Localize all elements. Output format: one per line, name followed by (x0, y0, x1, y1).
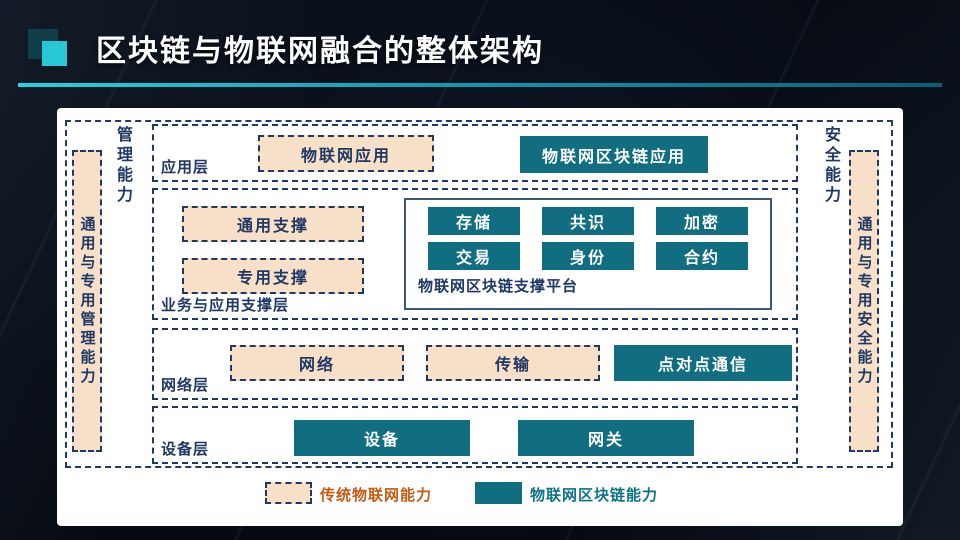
layer-network: 网络 传输 点对点通信 网络层 (152, 328, 798, 400)
security-capability-label: 通用与专用安全能力 (855, 215, 873, 387)
layer-support: 通用支撑 专用支撑 存储 共识 加密 交易 身份 合约 物联网区块链支撑平台 业… (152, 188, 798, 320)
management-capability-label: 通用与专用管理能力 (78, 215, 96, 387)
layer-application-label: 应用层 (161, 159, 210, 176)
platform-cell-grid: 存储 共识 加密 交易 身份 合约 (428, 207, 748, 270)
management-capability-box: 通用与专用管理能力 (72, 150, 102, 452)
legend-blockchain-label: 物联网区块链能力 (530, 487, 659, 504)
layer-network-label: 网络层 (161, 377, 210, 394)
dedicated-support-box: 专用支撑 (182, 258, 364, 294)
p2p-communication-box: 点对点通信 (614, 345, 792, 381)
title-marker-icon (28, 26, 72, 70)
iot-blockchain-application-box: 物联网区块链应用 (520, 136, 708, 173)
security-capability-box: 通用与专用安全能力 (849, 150, 879, 452)
legend-traditional-label: 传统物联网能力 (320, 487, 433, 504)
slide-header: 区块链与物联网融合的整体架构 (28, 22, 544, 74)
blockchain-platform-label: 物联网区块链支撑平台 (418, 278, 579, 295)
platform-cell-identity: 身份 (542, 242, 634, 270)
platform-cell-contract: 合约 (656, 242, 748, 270)
device-box: 设备 (294, 420, 470, 456)
legend: 传统物联网能力 物联网区块链能力 (57, 480, 903, 506)
page-title: 区块链与物联网融合的整体架构 (96, 35, 544, 68)
title-marker-front-square (42, 41, 67, 66)
platform-cell-consensus: 共识 (542, 207, 634, 235)
architecture-outline (65, 120, 893, 468)
transport-box: 传输 (426, 345, 600, 381)
layer-device-label: 设备层 (161, 441, 210, 458)
gateway-box: 网关 (518, 420, 694, 456)
platform-cell-transaction: 交易 (428, 242, 520, 270)
iot-application-box: 物联网应用 (258, 135, 434, 172)
legend-blockchain-swatch (475, 482, 522, 504)
security-capability-caption: 安全能力 (822, 126, 839, 206)
management-capability-caption: 管理能力 (114, 126, 131, 206)
blockchain-platform-box: 存储 共识 加密 交易 身份 合约 物联网区块链支撑平台 (404, 198, 772, 310)
platform-cell-encryption: 加密 (656, 207, 748, 235)
layer-application: 物联网应用 物联网区块链应用 应用层 (152, 124, 798, 182)
layer-device: 设备 网关 设备层 (152, 406, 798, 464)
network-box: 网络 (230, 345, 404, 381)
platform-cell-storage: 存储 (428, 207, 520, 235)
layer-support-label: 业务与应用支撑层 (161, 297, 290, 314)
diagram-panel: 管理能力 通用与专用管理能力 安全能力 通用与专用安全能力 物联网应用 物联网区… (57, 108, 903, 526)
legend-traditional-swatch (265, 482, 312, 504)
general-support-box: 通用支撑 (182, 206, 364, 242)
title-divider (18, 83, 942, 87)
